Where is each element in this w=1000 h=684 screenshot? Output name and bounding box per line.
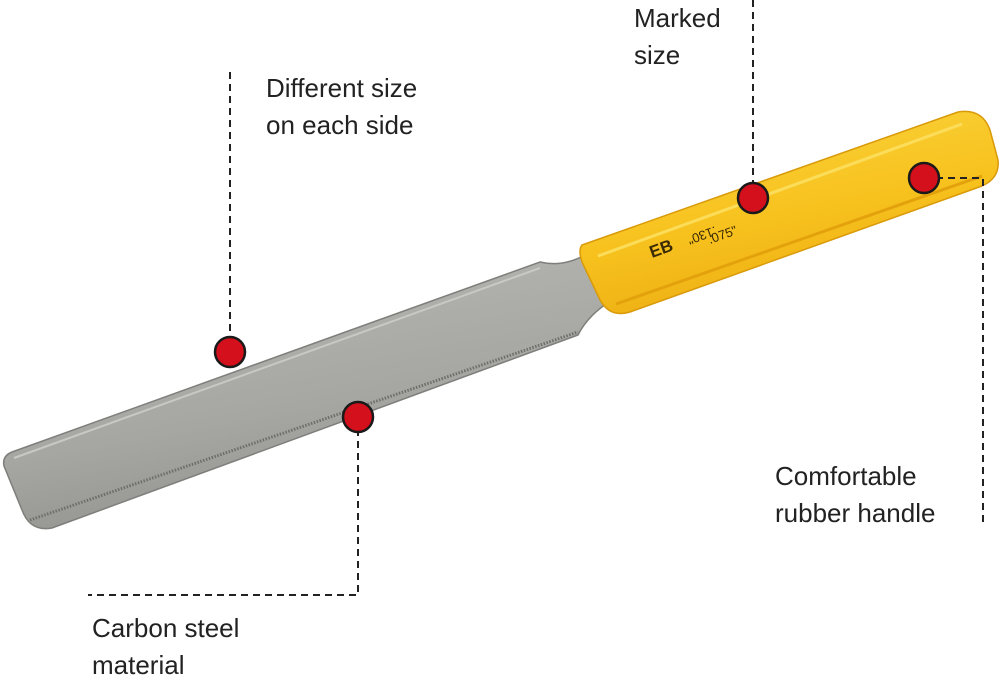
callout-marked-size-line2: size — [634, 40, 681, 70]
handle-shadow — [615, 174, 983, 306]
handle-body — [579, 110, 999, 315]
callout-rubber-handle: Comfortable rubber handle — [775, 458, 935, 532]
leader-lines — [88, 0, 984, 596]
callout-rubber-handle-line2: rubber handle — [775, 498, 936, 528]
marker-rubber-handle — [907, 161, 941, 195]
callout-marked-size-line1: Marked — [634, 3, 721, 33]
callout-markers — [213, 161, 941, 434]
marker-different-size — [213, 335, 247, 369]
handle-ridge — [597, 122, 963, 258]
steel-blade — [2, 250, 613, 530]
blade-edge — [29, 330, 579, 522]
callout-rubber-handle-line1: Comfortable — [775, 461, 917, 491]
callout-carbon-steel-line1: Carbon steel — [92, 613, 240, 643]
blade-highlight — [13, 267, 541, 459]
marker-carbon-steel — [341, 400, 375, 434]
leader-rubber-handle — [924, 177, 984, 525]
rubber-handle: EB .075" .130" — [579, 110, 999, 315]
callout-carbon-steel: Carbon steel material — [92, 610, 239, 684]
callout-marked-size: Marked size — [634, 0, 721, 74]
callout-different-size-line1: Different size — [266, 73, 418, 103]
callout-carbon-steel-line2: material — [92, 650, 185, 680]
blade-body — [2, 250, 613, 530]
callout-different-size: Different size on each side — [266, 70, 417, 144]
marker-marked-size — [736, 181, 770, 215]
callout-different-size-line2: on each side — [266, 110, 414, 140]
